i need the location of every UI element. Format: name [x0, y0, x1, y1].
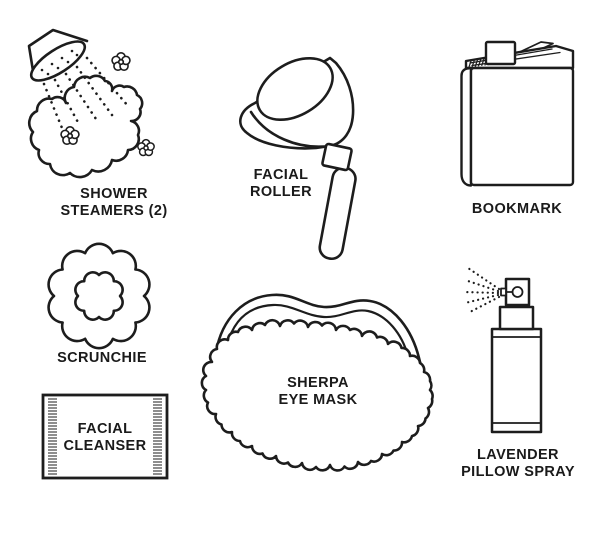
book-spine	[460, 66, 473, 187]
scrunchie-label: SCRUNCHIE	[32, 350, 172, 367]
shower-steamers-label: SHOWER STEAMERS (2)	[39, 186, 189, 219]
packet-crimped-edges	[48, 398, 162, 475]
shower-steamers-icon	[27, 28, 156, 179]
label-line: LAVENDER	[477, 447, 559, 463]
scrunchie-icon	[47, 242, 151, 350]
steam-cloud	[28, 74, 144, 179]
bookmark-label: BOOKMARK	[447, 201, 587, 218]
label-line: SCRUNCHIE	[57, 350, 147, 366]
label-line: STEAMERS (2)	[60, 202, 168, 219]
label-line: SHOWER	[80, 186, 148, 202]
lavender-pillow-spray-label: LAVENDER PILLOW SPRAY	[438, 447, 598, 480]
cleanser-packet	[41, 393, 169, 480]
spray-collar	[498, 305, 535, 331]
label-line: PILLOW SPRAY	[461, 463, 575, 480]
scrunchie-inner-ring	[74, 271, 124, 321]
label-line: FACIAL	[77, 421, 133, 437]
shower-arm	[27, 28, 89, 79]
label-line: SHERPA	[287, 375, 349, 391]
facial-roller-label: FACIAL ROLLER	[221, 167, 341, 200]
mask-scalloped-body	[200, 318, 434, 472]
shower-head-holes	[40, 49, 79, 76]
label-line: FACIAL	[253, 167, 309, 183]
bottle-label-lines	[491, 336, 542, 424]
spray-bottle-body	[490, 327, 543, 434]
facial-cleanser-packet-icon	[41, 393, 169, 480]
bookmark-tab	[484, 40, 517, 66]
sherpa-eye-mask-icon	[200, 293, 434, 472]
roller-yoke	[321, 142, 353, 172]
spray-mist-dots	[461, 266, 501, 315]
bookmark-book-icon	[460, 40, 575, 187]
label-line: BOOKMARK	[471, 201, 563, 217]
facial-roller-icon	[239, 56, 357, 261]
label-line: EYE MASK	[278, 391, 358, 408]
label-line: CLEANSER	[63, 437, 147, 454]
book-cover	[469, 66, 575, 187]
label-line: ROLLER	[249, 183, 312, 200]
sherpa-eye-mask-label: SHERPA EYE MASK	[248, 375, 388, 408]
facial-cleanser-label: FACIAL CLEANSER	[45, 421, 165, 454]
water-spray-dots	[42, 56, 130, 130]
roller-lip	[249, 110, 332, 148]
roller-head	[256, 56, 334, 122]
pillow-spray-bottle-icon	[461, 266, 543, 434]
